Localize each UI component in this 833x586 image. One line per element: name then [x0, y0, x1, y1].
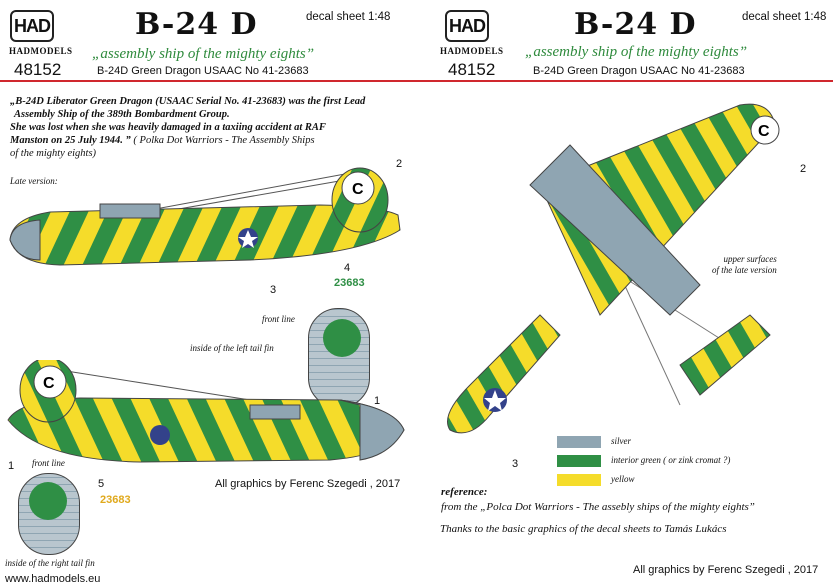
- intro-line: „B-24D Liberator Green Dragon (USAAC Ser…: [10, 96, 366, 107]
- callout-1: 1: [8, 460, 15, 472]
- sheet-scale: decal sheet 1:48: [742, 11, 827, 23]
- had-logo: HAD: [10, 10, 54, 42]
- upper-surfaces-label: upper surfaces of the late version: [712, 254, 777, 276]
- silver-swatch: [557, 435, 601, 448]
- callout-4: 4: [344, 262, 351, 274]
- legend-item: silver: [557, 432, 730, 451]
- intro-line: She was lost when she was heavily damage…: [10, 122, 326, 133]
- product-number: 48152: [448, 60, 496, 79]
- late-version-label: Late version:: [10, 176, 58, 186]
- callout-3: 3: [270, 284, 277, 296]
- upper-label-line: of the late version: [712, 265, 777, 275]
- green-swatch: [557, 454, 601, 467]
- upper-label-line: upper surfaces: [723, 254, 777, 264]
- subtitle: „assembly ship of the mighty eights”: [92, 46, 315, 62]
- legend-item: interior green ( or zink cromat ?): [557, 451, 730, 470]
- intro-source: ( Polka Dot Warriors - The Assembly Ship…: [130, 135, 315, 146]
- front-line-label: front line: [262, 314, 295, 324]
- sheet-scale: decal sheet 1:48: [306, 11, 391, 23]
- right-fin-label: inside of the right tail fin: [5, 558, 95, 568]
- registration: B-24D Green Dragon USAAC No 41-23683: [97, 65, 309, 77]
- left-fin-label: inside of the left tail fin: [190, 343, 274, 353]
- product-number: 48152: [14, 60, 62, 79]
- callout-2: 2: [396, 158, 403, 170]
- left-tail-fin: [308, 308, 370, 408]
- header-divider: [0, 80, 833, 82]
- credit: All graphics by Ferenc Szegedi , 2017: [215, 478, 401, 490]
- page-title: B-24 D: [135, 7, 258, 42]
- svg-text:C: C: [43, 375, 55, 392]
- front-line-label: front line: [32, 458, 65, 468]
- legend-label: interior green ( or zink cromat ?): [611, 455, 731, 465]
- intro-source: of the mighty eights): [10, 148, 97, 159]
- callout-3: 3: [512, 458, 519, 470]
- serial-decal: 23683: [100, 494, 131, 506]
- serial-decal: 23683: [334, 277, 365, 289]
- fin-disc: [323, 319, 361, 357]
- svg-text:C: C: [758, 123, 770, 140]
- brand-name: HADMODELS: [9, 46, 73, 56]
- color-legend: silver interior green ( or zink cromat ?…: [557, 432, 730, 489]
- side-view-aircraft-right: C: [7, 360, 405, 463]
- yellow-swatch: [557, 473, 601, 486]
- callout-2: 2: [800, 163, 807, 175]
- legend-label: silver: [611, 436, 631, 446]
- legend-item: yellow: [557, 470, 730, 489]
- right-tail-fin: [18, 473, 80, 555]
- legend-label: yellow: [611, 474, 635, 484]
- subtitle: „assembly ship of the mighty eights”: [525, 44, 748, 60]
- intro-text: „B-24D Liberator Green Dragon (USAAC Ser…: [10, 95, 365, 160]
- top-view-aircraft: C: [447, 103, 780, 434]
- side-view-aircraft-left: C: [9, 167, 401, 266]
- brand-name: HADMODELS: [440, 46, 504, 56]
- thanks-text: Thanks to the basic graphics of the deca…: [440, 523, 727, 535]
- callout-5: 5: [98, 478, 105, 490]
- website-link[interactable]: www.hadmodels.eu: [5, 573, 101, 585]
- page-title: B-24 D: [574, 7, 697, 42]
- had-logo: HAD: [445, 10, 489, 42]
- reference-heading: reference:: [441, 486, 488, 498]
- intro-line: Manston on 25 July 1944. ”: [10, 135, 131, 146]
- fin-disc: [29, 482, 67, 520]
- intro-line: Assembly Ship of the 389th Bombardment G…: [14, 109, 230, 120]
- callout-1: 1: [374, 395, 381, 407]
- svg-text:C: C: [352, 181, 364, 198]
- reference-text: from the „Polca Dot Warriors - The asseb…: [441, 501, 755, 513]
- registration: B-24D Green Dragon USAAC No 41-23683: [533, 65, 745, 77]
- credit: All graphics by Ferenc Szegedi , 2017: [633, 564, 819, 576]
